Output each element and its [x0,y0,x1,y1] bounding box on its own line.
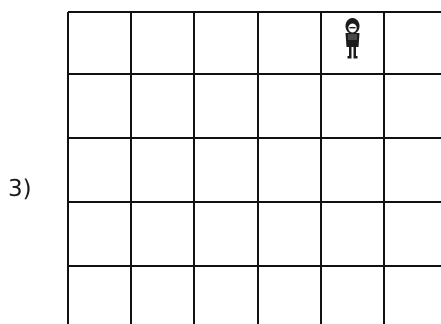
girl-figure-icon [346,18,360,59]
grid-lines [68,12,441,324]
